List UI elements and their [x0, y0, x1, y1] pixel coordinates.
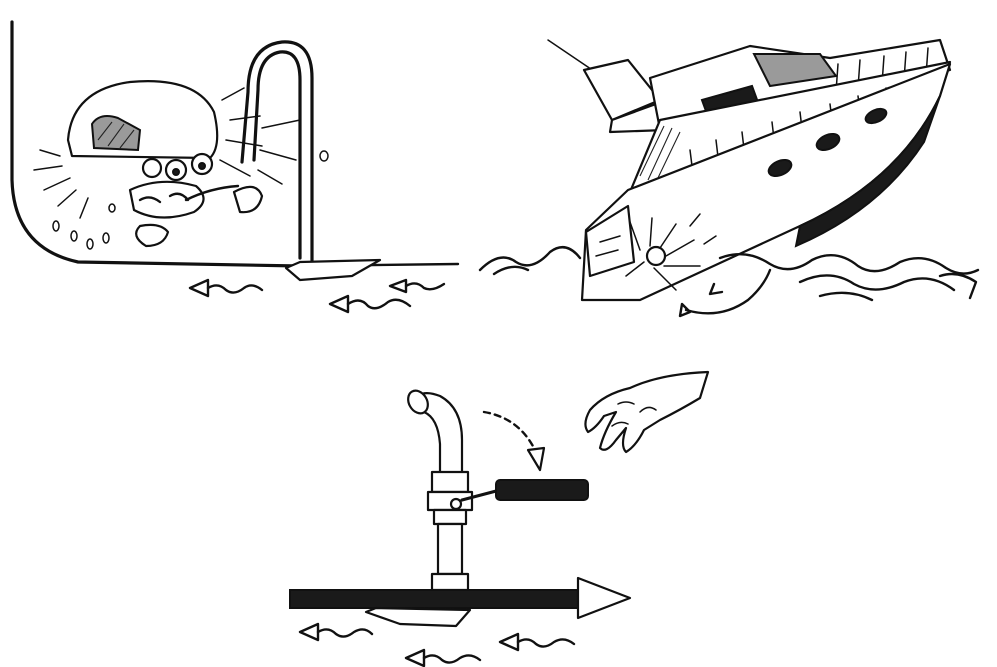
seacock-valve-icon — [404, 387, 588, 590]
motor-yacht-icon — [548, 40, 950, 300]
water-flow-arrow-icon — [190, 280, 444, 312]
boat-waves — [480, 247, 978, 300]
water-flow-arrow-icon — [680, 270, 770, 316]
close-direction-arrow-icon — [484, 412, 544, 470]
crab-icon — [68, 81, 262, 246]
water-intake-icon — [242, 42, 380, 280]
hand-icon — [585, 372, 708, 452]
panel-clogged-intake — [12, 22, 458, 312]
water-flow-arrow-icon — [300, 624, 574, 666]
